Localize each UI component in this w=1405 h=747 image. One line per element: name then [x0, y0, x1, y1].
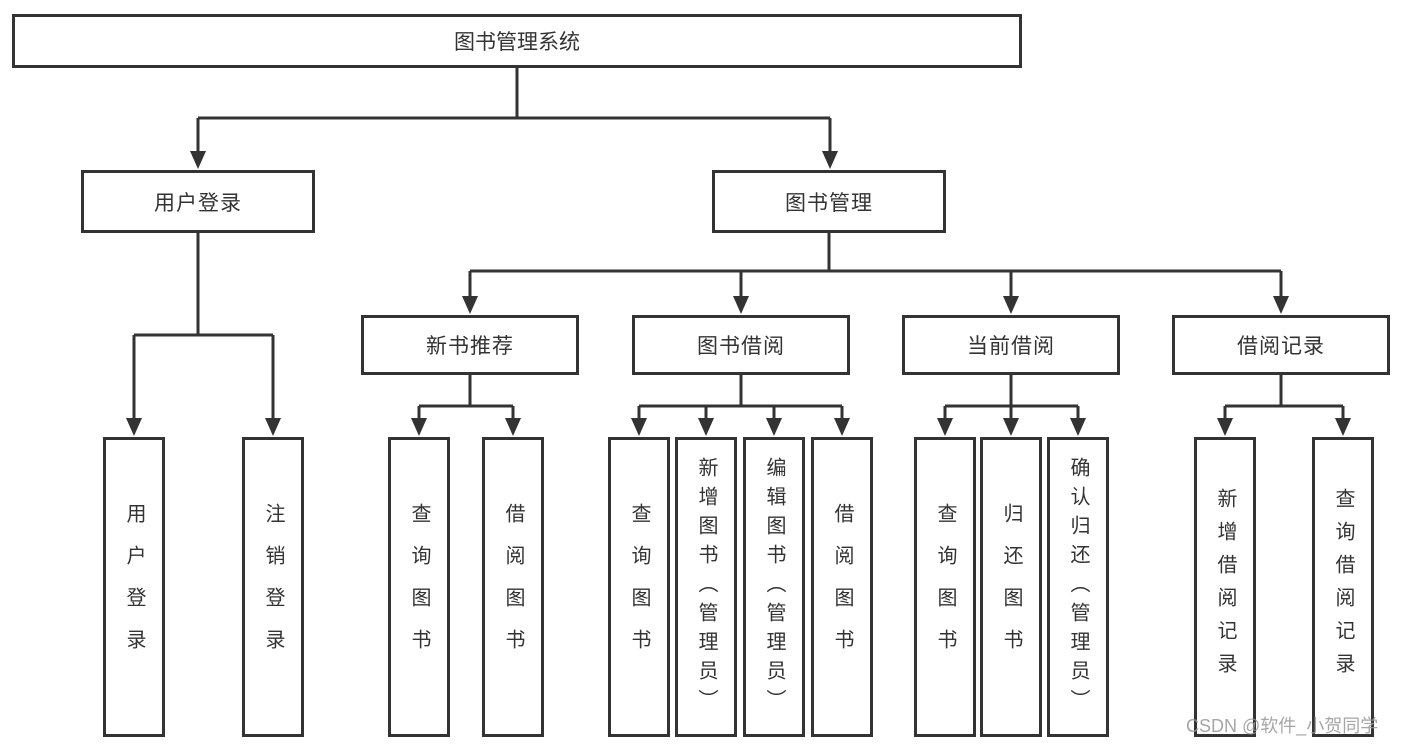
leaf-query-borrow-record: 查询借阅记录 [1312, 437, 1374, 737]
leaf-query-borrow-record-label: 查询借阅记录 [1332, 488, 1354, 686]
arrowhead-icon [834, 418, 850, 436]
leaf-query-books-current: 查询图书 [914, 437, 976, 737]
arrowhead-icon [1003, 418, 1019, 436]
node-current-borrowing-label: 当前借阅 [967, 335, 1055, 358]
node-new-book-recommend-label: 新书推荐 [426, 335, 514, 358]
node-root-label: 图书管理系统 [454, 31, 580, 54]
arrowhead-icon [1335, 418, 1351, 436]
arrowhead-icon [505, 418, 521, 436]
leaf-add-borrow-record: 新增借阅记录 [1194, 437, 1256, 737]
arrowhead-icon [1003, 296, 1019, 314]
leaf-query-books-recommend: 查询图书 [388, 437, 450, 737]
leaf-borrow-books-recommend: 借阅图书 [482, 437, 544, 737]
leaf-return-books-label: 归还图书 [1000, 503, 1022, 671]
arrowhead-icon [190, 151, 206, 169]
leaf-add-books-admin: 新增图书（管理员） [675, 437, 737, 737]
node-new-book-recommend: 新书推荐 [361, 315, 579, 375]
leaf-confirm-return-admin: 确认归还（管理员） [1047, 437, 1109, 737]
node-current-borrowing: 当前借阅 [902, 315, 1120, 375]
leaf-query-books-current-label: 查询图书 [934, 503, 956, 671]
node-user-login: 用户登录 [81, 170, 315, 233]
node-book-borrowing: 图书借阅 [632, 315, 850, 375]
csdn-watermark: CSDN @软件_小贺同学 [1186, 716, 1379, 736]
node-user-login-label: 用户登录 [154, 191, 242, 215]
leaf-logout-label: 注销登录 [262, 503, 284, 671]
node-borrowing-records: 借阅记录 [1172, 315, 1390, 375]
arrowhead-icon [698, 418, 714, 436]
arrowhead-icon [766, 418, 782, 436]
leaf-query-books-borrowing: 查询图书 [608, 437, 670, 737]
arrowhead-icon [1217, 418, 1233, 436]
node-book-borrowing-label: 图书借阅 [697, 335, 785, 358]
leaf-borrow-books-borrowing-label: 借阅图书 [831, 503, 853, 671]
leaf-add-borrow-record-label: 新增借阅记录 [1214, 488, 1236, 686]
arrowhead-icon [462, 296, 478, 314]
leaf-user-login-label: 用户登录 [123, 503, 145, 671]
node-borrowing-records-label: 借阅记录 [1237, 335, 1325, 358]
arrowhead-icon [411, 418, 427, 436]
leaf-edit-books-admin-label: 编辑图书（管理员） [763, 456, 785, 718]
leaf-query-books-recommend-label: 查询图书 [408, 503, 430, 671]
leaf-query-books-borrowing-label: 查询图书 [628, 503, 650, 671]
arrowhead-icon [822, 151, 838, 169]
node-root: 图书管理系统 [12, 14, 1022, 68]
arrowhead-icon [1273, 296, 1289, 314]
node-book-management-label: 图书管理 [785, 191, 873, 215]
leaf-borrow-books-borrowing: 借阅图书 [811, 437, 873, 737]
arrowhead-icon [733, 296, 749, 314]
leaf-confirm-return-admin-label: 确认归还（管理员） [1067, 456, 1089, 718]
leaf-edit-books-admin: 编辑图书（管理员） [743, 437, 805, 737]
leaf-logout: 注销登录 [242, 437, 304, 737]
arrowhead-icon [126, 418, 142, 436]
leaf-user-login: 用户登录 [103, 437, 165, 737]
arrowhead-icon [631, 418, 647, 436]
node-book-management: 图书管理 [712, 170, 946, 233]
arrowhead-icon [1070, 418, 1086, 436]
arrowhead-icon [265, 418, 281, 436]
leaf-return-books: 归还图书 [980, 437, 1042, 737]
leaf-borrow-books-recommend-label: 借阅图书 [502, 503, 524, 671]
leaf-add-books-admin-label: 新增图书（管理员） [695, 456, 717, 718]
arrowhead-icon [937, 418, 953, 436]
